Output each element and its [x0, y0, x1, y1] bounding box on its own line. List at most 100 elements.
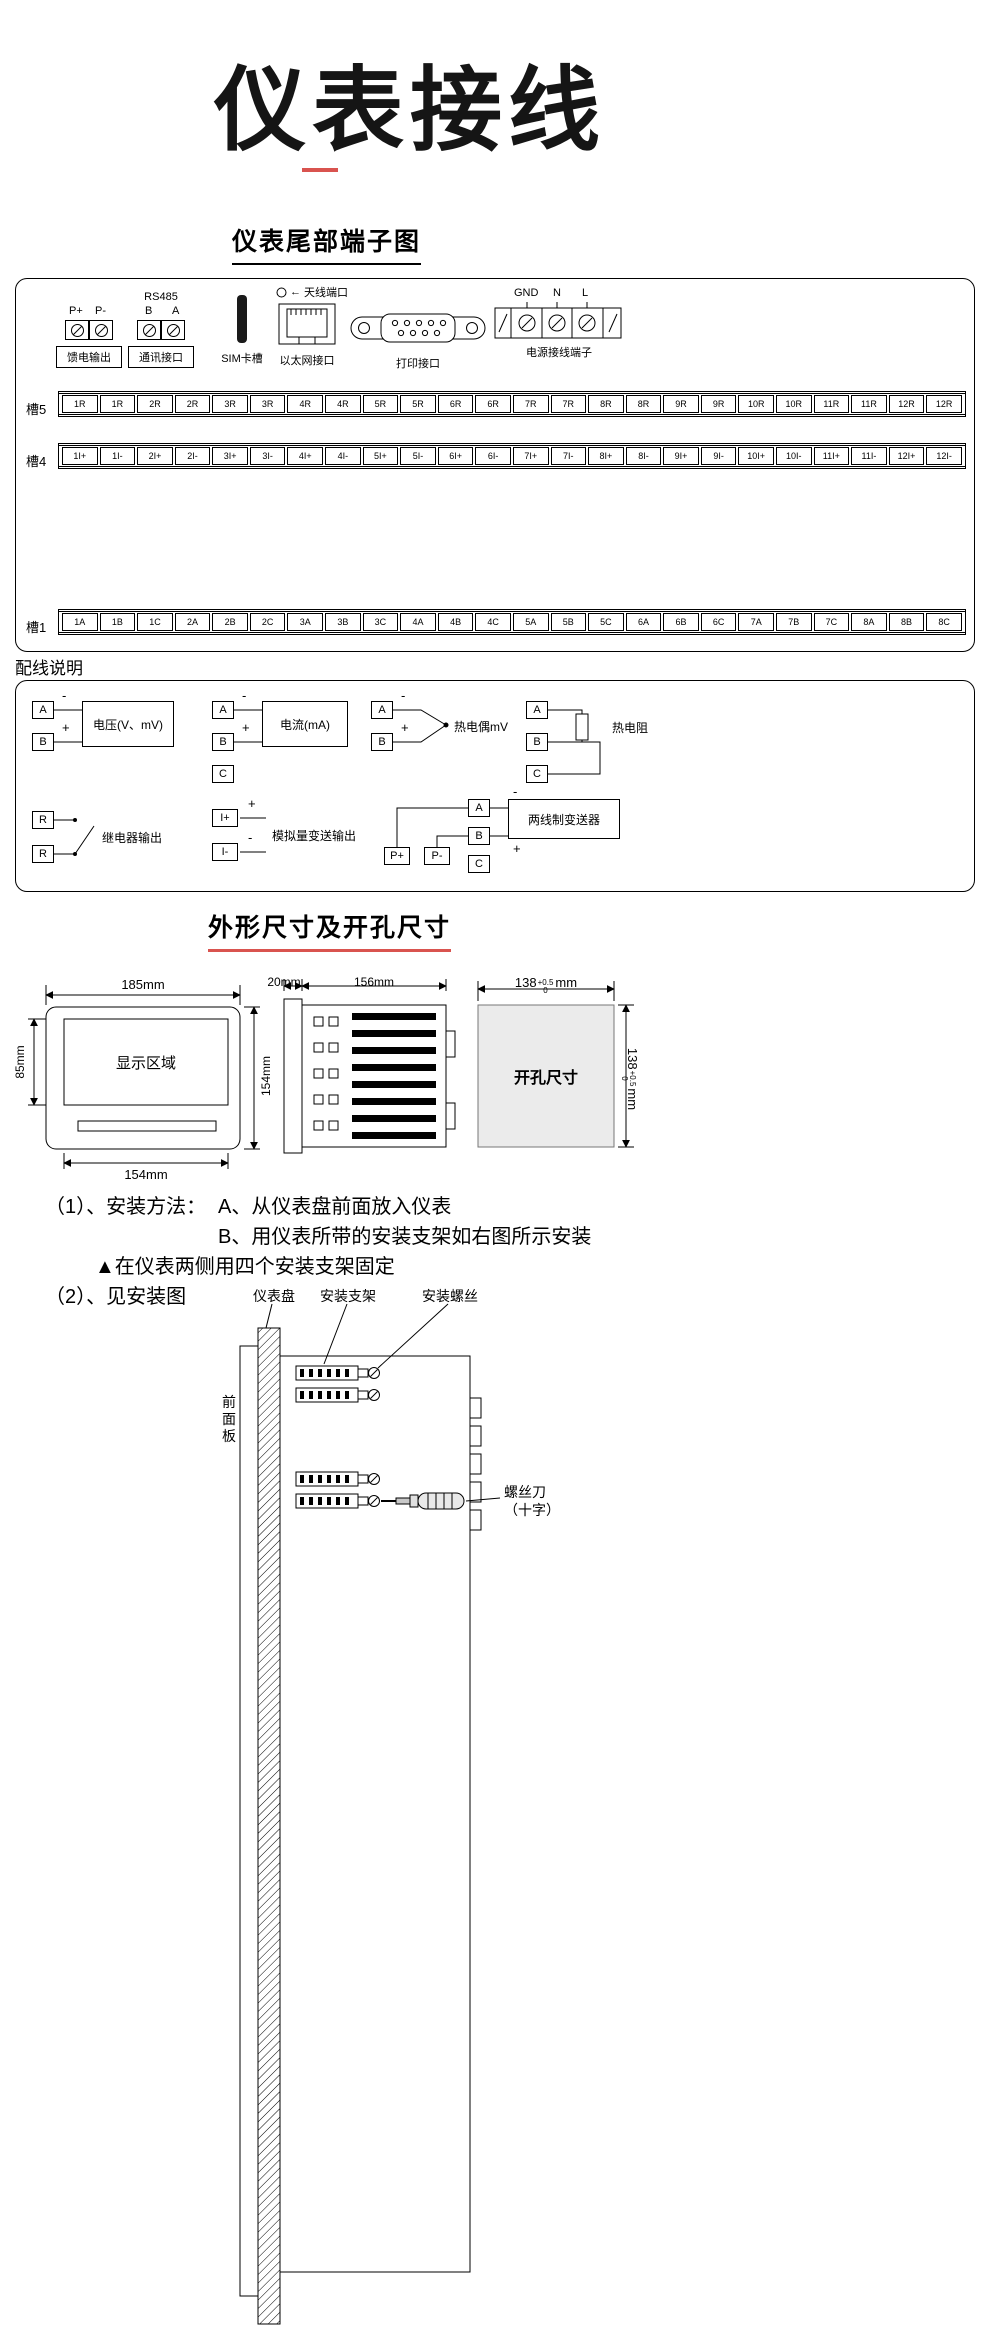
section-title-dimensions: 外形尺寸及开孔尺寸 — [208, 908, 452, 952]
device-rtd-label: 热电阻 — [612, 721, 649, 735]
terminal-cell: 10I- — [775, 447, 812, 465]
dim-value: 138 — [625, 1047, 640, 1070]
terminal-cell: 4A — [400, 613, 436, 631]
dim-front-bottom-width: 154mm — [124, 1167, 168, 1182]
red-dash — [302, 168, 338, 172]
terminal-cell — [161, 320, 185, 340]
install-step1-label: （1）、安装方法： — [45, 1196, 207, 1218]
feed-terminal-block — [56, 320, 122, 340]
wiring-terminal: R — [32, 845, 54, 863]
power-terminal-icon — [494, 302, 622, 339]
terminal-cell: 2I+ — [137, 447, 173, 465]
pin-label-p-plus: P+ — [69, 305, 83, 317]
terminal-cell: 10R — [738, 395, 774, 413]
wiring-terminal: C — [468, 855, 490, 873]
slot-label: 槽4 — [26, 454, 47, 469]
wiring-terminal: C — [212, 765, 234, 783]
terminal-cell: 3B — [325, 613, 361, 631]
strip-rail — [59, 610, 965, 612]
polarity-sign: + — [401, 720, 409, 735]
terminal-cell: 5C — [588, 613, 624, 631]
terminal-cell: 11R — [813, 395, 850, 413]
terminal-cell: 5I+ — [362, 447, 399, 465]
terminal-cell: 1B — [99, 613, 136, 631]
terminal-cell: 11I+ — [813, 447, 850, 465]
terminal-cell: 7C — [813, 613, 850, 631]
terminal-cell: 5R — [400, 395, 436, 413]
terminal-cell: 12R — [888, 395, 925, 413]
connector-caption: 电源接线端子 — [526, 347, 592, 359]
polarity-sign: - — [248, 830, 253, 845]
terminal-cell: 4C — [475, 613, 511, 631]
label-screwdriver: 螺丝刀 — [504, 1484, 546, 1500]
slot-label: 槽5 — [26, 402, 47, 417]
polarity-sign: - — [62, 688, 67, 703]
terminal-cell: 6R — [475, 395, 511, 413]
terminal-cell: 12I+ — [888, 447, 925, 465]
feed-pin-labels: P+ P- — [56, 305, 122, 320]
terminal-cell: 4R — [287, 395, 324, 413]
wiring-terminal: A — [371, 701, 393, 719]
terminal-cell: 6R — [437, 395, 474, 413]
terminal-cell: 12R — [926, 395, 962, 413]
label-front-panel: 前面板 — [222, 1394, 236, 1444]
power-pin-labels: GND N L — [494, 287, 624, 302]
terminal-cell: 3I- — [249, 447, 286, 465]
rj45-jack-icon — [278, 303, 336, 345]
cutout-label: 开孔尺寸 — [513, 1070, 578, 1087]
dimension-lines — [28, 979, 634, 1169]
polarity-sign: + — [242, 720, 250, 735]
connector-caption: 以太网接口 — [279, 355, 335, 367]
terminal-cell: 4B — [437, 613, 474, 631]
terminal-cell: 9I- — [700, 447, 737, 465]
install-step2-label: （2）、见安装图 — [45, 1286, 187, 1308]
strip-rail — [59, 632, 965, 634]
tolerance-upper: +0.5 — [628, 1070, 637, 1087]
label-mounting-bracket: 安装支架 — [320, 1288, 376, 1304]
terminal-cell: 11I- — [851, 447, 887, 465]
terminal-cell: 5B — [550, 613, 587, 631]
wiring-terminal: P- — [424, 847, 450, 865]
terminal-cell: 8R — [588, 395, 624, 413]
terminal-cell: 8A — [851, 613, 887, 631]
terminal-cell: 3R — [249, 395, 286, 413]
wiring-terminal: B — [32, 733, 54, 751]
terminal-cell: 1I- — [99, 447, 136, 465]
wiring-terminal: C — [526, 765, 548, 783]
arrow-left-icon: ← — [290, 286, 301, 298]
terminal-cell — [89, 320, 113, 340]
pin-label-gnd: GND — [514, 287, 539, 299]
label-screwdriver-2: （十字） — [504, 1502, 560, 1518]
wiring-terminal: B — [371, 733, 393, 751]
terminal-diagram-box: P+ P- 馈电输出 RS485 B A 通讯接口 SI — [15, 278, 975, 652]
connector-sim: SIM卡槽 — [214, 295, 270, 366]
tolerance-upper: +0.5 — [537, 978, 554, 987]
device-thermocouple-label: 热电偶mV — [454, 720, 509, 734]
terminal-cell: 5A — [512, 613, 549, 631]
wiring-section-label: 配线说明 — [15, 659, 83, 678]
terminal-cell: 1R — [62, 395, 98, 413]
connector-caption: 通讯接口 — [128, 346, 194, 368]
screw-icon — [142, 323, 156, 337]
tolerance-lower: 0 — [620, 1076, 629, 1081]
terminal-cell: 7I+ — [512, 447, 549, 465]
terminal-cell: 9I+ — [663, 447, 699, 465]
terminal-cell: 10R — [775, 395, 812, 413]
section-title-terminal: 仪表尾部端子图 — [232, 222, 422, 265]
terminal-cell — [137, 320, 161, 340]
terminal-cell: 3I+ — [212, 447, 248, 465]
terminal-cell: 3R — [212, 395, 248, 413]
terminal-cell: 8I- — [625, 447, 662, 465]
terminal-cell: 11R — [851, 395, 887, 413]
terminal-cell: 5I- — [400, 447, 436, 465]
strip-rail — [59, 444, 965, 446]
label-instrument-panel: 仪表盘 — [253, 1288, 295, 1304]
wiring-terminal: A — [526, 701, 548, 719]
connector-caption: 馈电输出 — [56, 346, 122, 368]
wiring-lines — [54, 709, 601, 856]
terminal-cell: 7R — [512, 395, 549, 413]
